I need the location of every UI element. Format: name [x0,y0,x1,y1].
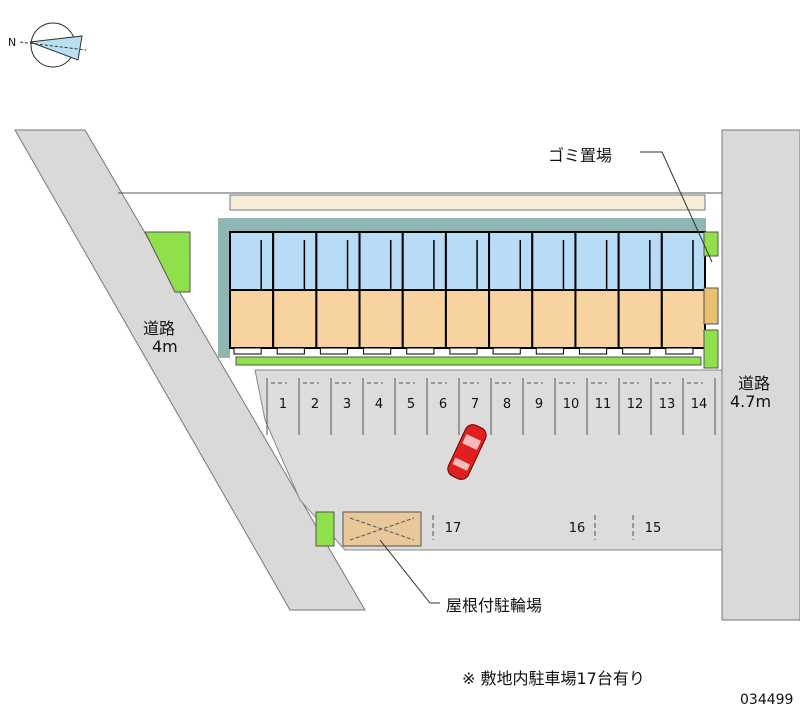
parking-space-number: 14 [691,397,708,412]
road-right-width: 4.7m [730,392,772,411]
parking-lot [254,369,723,551]
parking-space-number: 15 [645,521,662,536]
parking-space-number: 4 [375,397,383,412]
road-left [14,129,366,611]
parking-space-number: 11 [595,397,612,412]
map-code: 034499 [740,692,794,708]
car-icon [447,424,487,480]
apartment-unit [488,231,534,355]
parking-note: ※ 敷地内駐車場17台有り [462,669,645,688]
parking-space-number: 7 [471,397,479,412]
parking-space-number: 16 [569,521,586,536]
compass-n-label: N [8,36,16,49]
parking-space-number: 17 [445,521,462,536]
apartment-unit [272,231,318,355]
apartment-unit [660,231,706,355]
parking-space-number: 12 [627,397,644,412]
bicycle-shelter [342,511,422,547]
apartment-unit [574,231,620,355]
parking-space-number: 5 [407,397,415,412]
apartment-unit [617,231,663,355]
green-area [315,511,335,547]
garbage-area-label: ゴミ置場 [548,146,613,165]
building [229,231,706,355]
green-area [703,329,719,369]
apartment-unit [531,231,577,355]
apartment-unit [229,231,275,355]
apartment-unit [358,231,404,355]
parking-space-number: 2 [311,397,319,412]
parking-space-number: 10 [563,397,580,412]
compass-icon: N [8,22,87,68]
parking-space-number: 9 [535,397,543,412]
garbage-area [703,287,719,325]
parking-space-number: 3 [343,397,351,412]
green-area [144,231,191,293]
parking-space-number: 6 [439,397,447,412]
hedge [235,356,702,366]
bicycle-shelter-label: 屋根付駐輪場 [446,596,543,615]
parking-space-number: 1 [279,397,287,412]
parking-space-number: 13 [659,397,676,412]
apartment-unit [401,231,447,355]
road-left-width: 4m [152,337,178,356]
road-right-label: 道路 [738,374,771,393]
apartment-unit [444,231,491,355]
parking-space-number: 8 [503,397,511,412]
green-area [703,231,719,257]
road-left-label: 道路 [143,319,176,338]
apartment-unit [315,231,361,355]
road-right [721,129,800,621]
